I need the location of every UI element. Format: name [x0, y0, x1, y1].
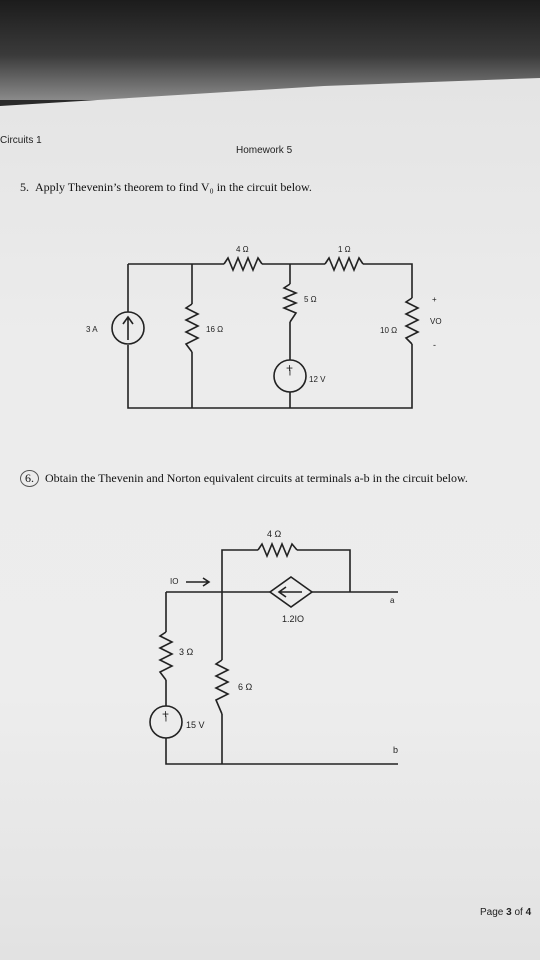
- label-3-ohm: 3 Ω: [179, 647, 194, 657]
- label-10-ohm: 10 Ω: [380, 326, 397, 335]
- page-current: 3: [506, 907, 512, 918]
- resistor-10-ohm: [404, 297, 420, 345]
- label-3a: 3 A: [86, 325, 98, 334]
- vo-plus: +: [432, 295, 437, 304]
- label-5-ohm: 5 Ω: [304, 295, 317, 304]
- voltage-source: [273, 359, 307, 393]
- wire: [127, 344, 413, 409]
- page-total: 4: [525, 907, 532, 918]
- resistor-5-ohm: [281, 283, 299, 323]
- problem-6-number: 6.: [20, 470, 39, 487]
- terminal-b: b: [393, 745, 398, 755]
- current-source: [111, 311, 145, 345]
- vsource-minus: −: [283, 369, 297, 376]
- resistor-4-ohm: [223, 255, 263, 273]
- page-number: Page 3 of 4: [480, 907, 531, 918]
- page-prefix: Page: [480, 907, 507, 918]
- arrow-right-icon: [186, 577, 211, 587]
- arrow-up-icon: [122, 315, 134, 340]
- label-1-ohm: 1 Ω: [338, 245, 351, 254]
- resistor-1-ohm: [324, 255, 364, 273]
- paper-sheet: [0, 78, 540, 960]
- label-12v: 12 V: [309, 375, 326, 384]
- arrow-left-icon: [277, 586, 302, 598]
- assignment-title: Homework 5: [236, 145, 293, 156]
- problem-6-text: Obtain the Thevenin and Norton equivalen…: [45, 471, 468, 485]
- resistor-3-ohm: [158, 631, 174, 681]
- wire: [221, 549, 258, 592]
- resistor-4-ohm: [257, 541, 298, 559]
- problem-5-statement: 5. Apply Thevenin’s theorem to find V₀ in…: [20, 180, 312, 195]
- problem-6-statement: 6. Obtain the Thevenin and Norton equival…: [20, 470, 468, 487]
- vsource-plus: +: [286, 361, 293, 375]
- label-16-ohm: 16 Ω: [206, 325, 223, 334]
- vsource-minus: −: [159, 715, 173, 722]
- problem-5-text: Apply Thevenin’s theorem to find V₀ in t…: [35, 180, 312, 194]
- vo-minus: -: [433, 340, 436, 350]
- resistor-6-ohm: [214, 659, 230, 715]
- resistor-16-ohm: [184, 303, 200, 353]
- voltage-source: [149, 705, 183, 739]
- label-vo: VO: [430, 317, 442, 326]
- terminal-a: a: [390, 596, 395, 605]
- course-title: Circuits 1: [0, 135, 42, 146]
- page-of: of: [511, 907, 526, 918]
- dependent-current-source: [268, 576, 314, 608]
- vsource-plus: +: [162, 707, 169, 721]
- label-15v: 15 V: [186, 720, 205, 730]
- label-6-ohm: 6 Ω: [238, 682, 253, 692]
- wire: [297, 549, 351, 592]
- label-io: IO: [170, 577, 178, 586]
- label-4-ohm: 4 Ω: [267, 529, 282, 539]
- label-4-ohm: 4 Ω: [236, 245, 249, 254]
- problem-5-number: 5.: [20, 180, 29, 194]
- wire: [363, 263, 413, 298]
- label-dependent-source: 1.2IO: [282, 614, 304, 624]
- wire: [165, 592, 398, 765]
